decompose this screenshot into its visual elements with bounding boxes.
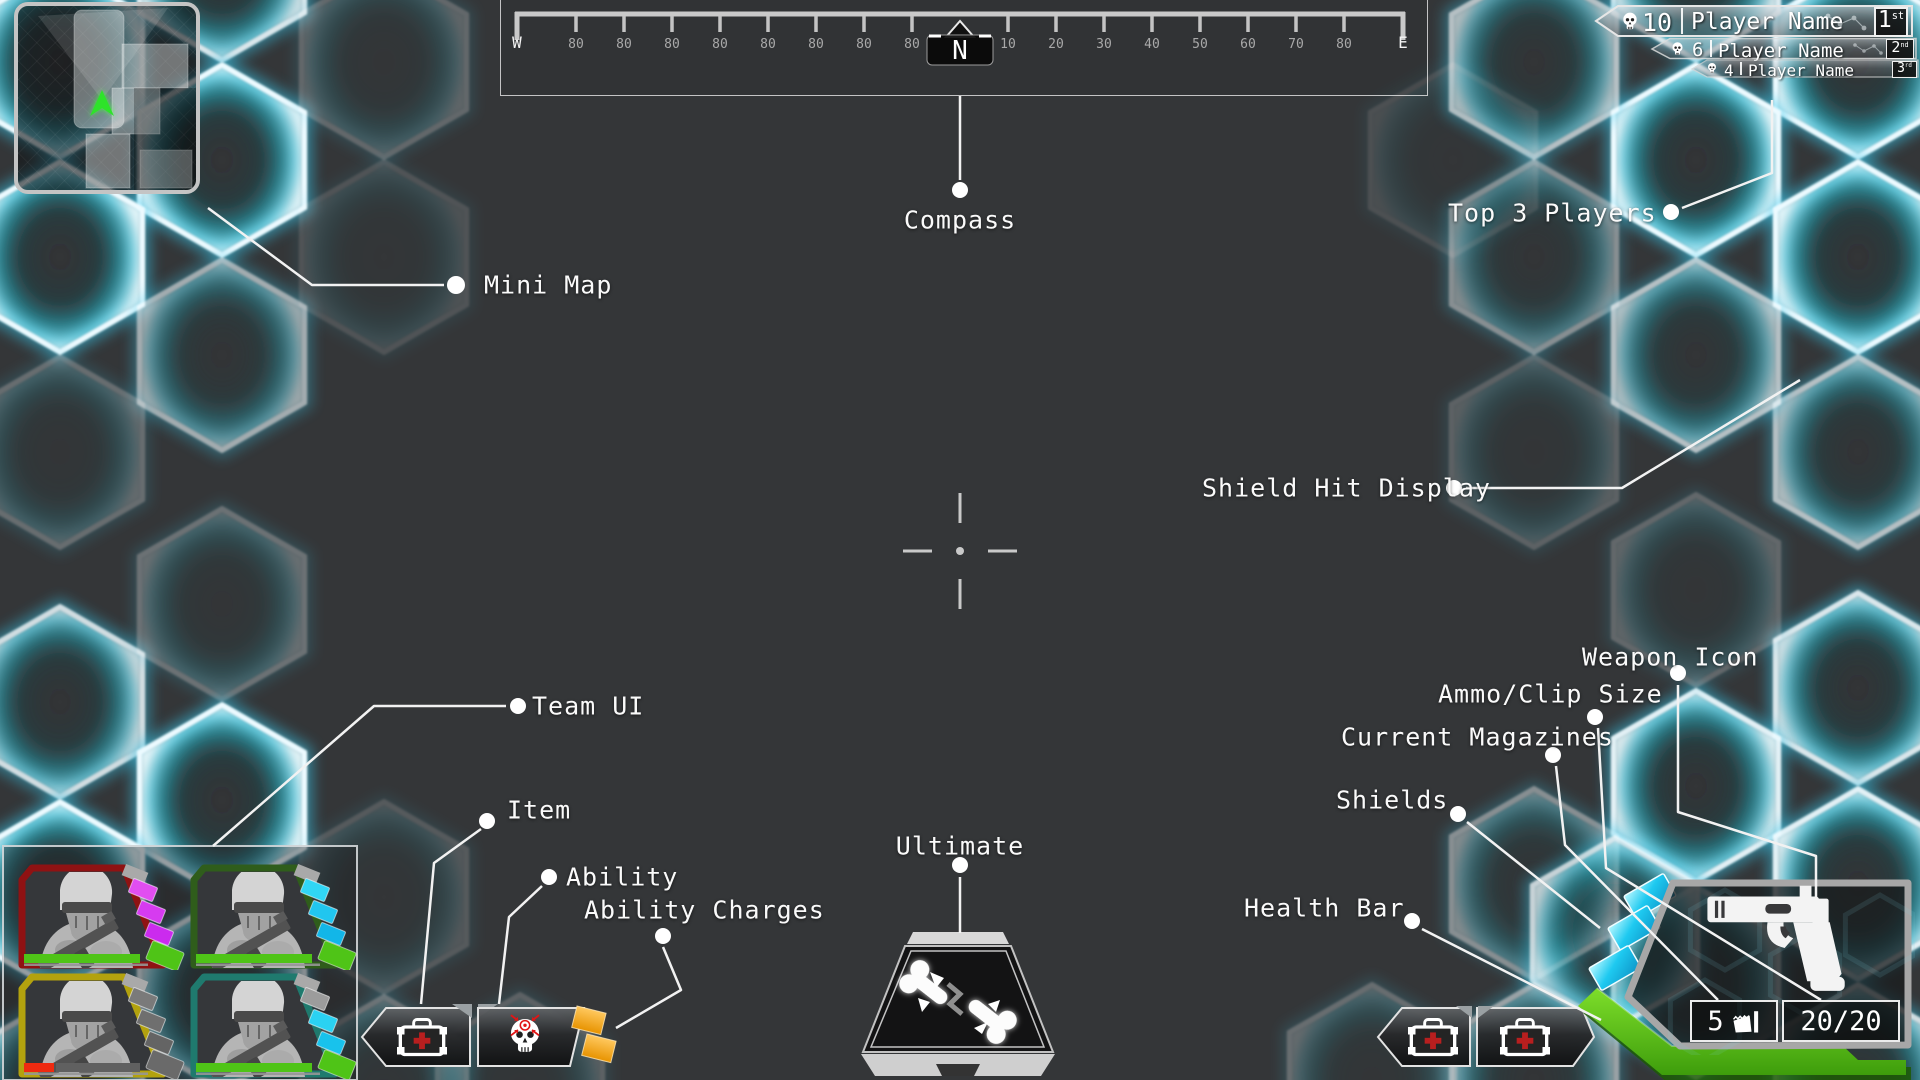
player-arrow-icon [90, 90, 114, 116]
kill-count: 4 [1724, 60, 1734, 80]
callout-label-weapon-icon: Weapon Icon [1582, 642, 1759, 672]
circuit-decoration [1825, 13, 1867, 31]
divider [1710, 40, 1712, 57]
team-member-card[interactable] [186, 973, 358, 1079]
skull-icon [1620, 11, 1640, 31]
svg-text:80: 80 [904, 37, 920, 52]
magazine-count: 5 [1707, 1005, 1724, 1037]
compass-ticks: 80 80 80 80 80 80 80 80 10 20 30 40 50 60 70 80 [568, 16, 1352, 52]
item-slot[interactable] [356, 1004, 476, 1070]
callout-label-shields: Shields [1336, 785, 1449, 815]
magazine-icon [1731, 1009, 1761, 1034]
svg-text:80: 80 [1336, 37, 1352, 52]
charge-pip [571, 1005, 607, 1036]
magazine-count-box: 5 [1690, 1000, 1778, 1042]
svg-text:10: 10 [1000, 37, 1016, 52]
svg-text:20: 20 [1048, 37, 1064, 52]
north-marker: N [926, 19, 994, 66]
callout-label-health-bar: Health Bar [1244, 893, 1405, 923]
callout-label-ability-charges: Ability Charges [584, 895, 825, 925]
player-name: Player Name [1748, 61, 1854, 80]
player-name: Player Name [1691, 9, 1844, 35]
svg-text:80: 80 [856, 37, 872, 52]
charge-pip [581, 1033, 617, 1064]
svg-text:80: 80 [568, 37, 584, 52]
mini-map[interactable] [14, 2, 200, 194]
ammo-count: 20/20 [1800, 1005, 1882, 1037]
callout-label-ammo-clip: Ammo/Clip Size [1438, 679, 1663, 709]
ability-slot[interactable] [472, 1004, 597, 1070]
team-panel [2, 845, 358, 1080]
view-cone [38, 8, 168, 100]
map-buildings [73, 9, 193, 189]
svg-text:60: 60 [1240, 37, 1256, 52]
callout-label-current-magazines: Current Magazines [1341, 722, 1614, 752]
team-member-card[interactable] [14, 864, 186, 970]
kill-count: 6 [1692, 39, 1704, 61]
bone-icon [899, 960, 1017, 1044]
skull-icon [1706, 62, 1718, 74]
callout-label-team-ui: Team UI [532, 691, 645, 721]
ammo-count-box: 20/20 [1782, 1000, 1900, 1042]
compass-east-label: E [1398, 33, 1408, 52]
callout-label-top-players: Top 3 Players [1448, 198, 1657, 228]
compass-ruler: 80 80 80 80 80 80 80 80 10 20 30 40 50 60 70 80 W E N [512, 11, 1408, 66]
callout-label-compass: Compass [903, 205, 1017, 235]
divider [1740, 62, 1742, 75]
divider [1681, 8, 1683, 34]
svg-text:80: 80 [760, 37, 776, 52]
callout-label-mini-map: Mini Map [484, 270, 613, 300]
svg-text:80: 80 [712, 37, 728, 52]
ultimate-button[interactable] [856, 924, 1064, 1080]
team-member-card[interactable] [14, 973, 186, 1079]
callout-label-ultimate: Ultimate [895, 831, 1025, 861]
circuit-decoration [1853, 43, 1883, 55]
callout-label-ability: Ability [566, 862, 679, 892]
svg-text:70: 70 [1288, 37, 1304, 52]
kill-count: 10 [1642, 8, 1673, 37]
svg-text:50: 50 [1192, 37, 1208, 52]
callout-label-shield-hit: Shield Hit Display [1202, 473, 1491, 503]
compass-west-label: W [512, 33, 522, 52]
svg-text:30: 30 [1096, 37, 1112, 52]
north-letter: N [952, 36, 968, 66]
player-name: Player Name [1718, 40, 1844, 62]
svg-text:80: 80 [616, 37, 632, 52]
callout-label-item: Item [507, 795, 572, 825]
svg-text:40: 40 [1144, 37, 1160, 52]
svg-text:80: 80 [664, 37, 680, 52]
skull-icon [1670, 41, 1685, 56]
svg-text:80: 80 [808, 37, 824, 52]
ability-charges [571, 1005, 617, 1064]
team-member-card[interactable] [186, 864, 358, 970]
